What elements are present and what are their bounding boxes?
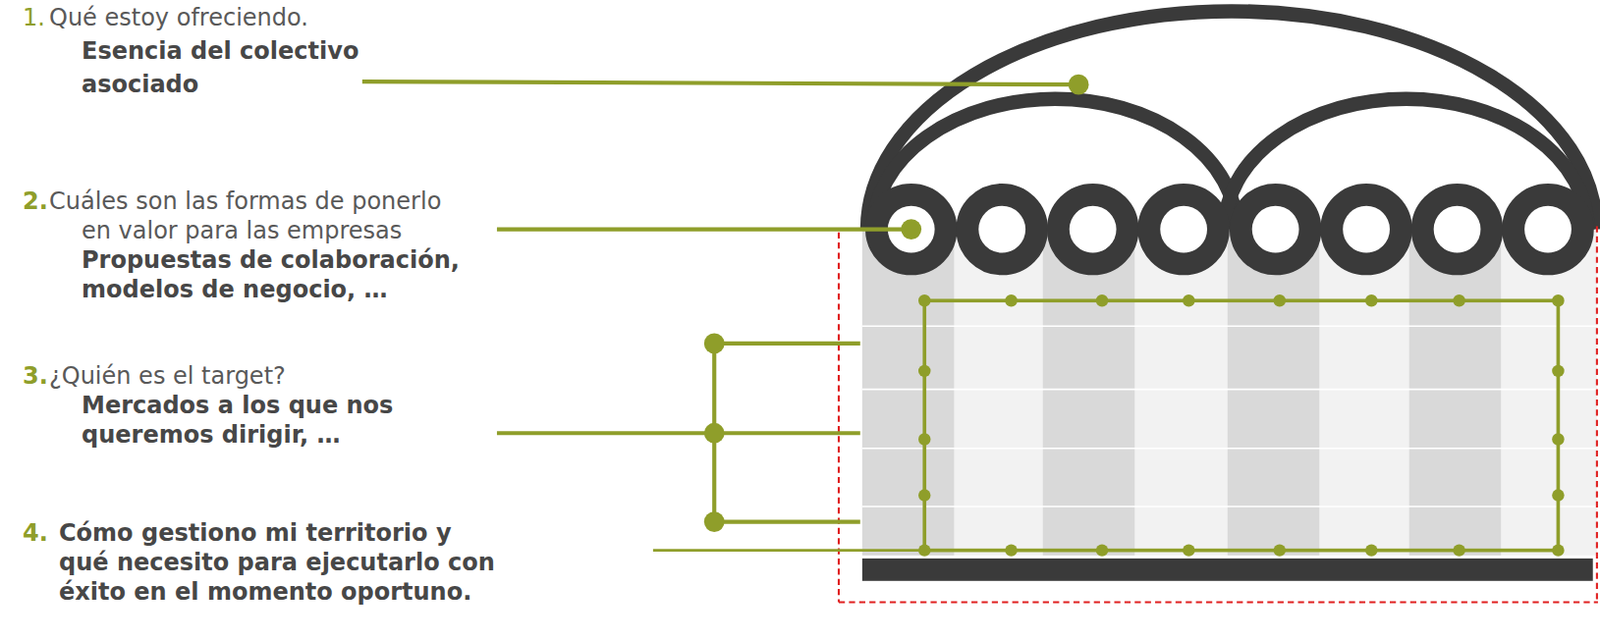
frame-dots (918, 294, 1565, 557)
callout-answer: Propuestas de colaboración, modelos de n… (81, 245, 495, 305)
boundary-line (837, 232, 840, 604)
mattress-seams (862, 326, 1598, 507)
frame-dot (918, 433, 931, 445)
frame-dot (918, 365, 931, 378)
callout-number: 4. (22, 518, 49, 549)
bracket-line (714, 519, 861, 524)
frame-dot (1004, 544, 1017, 556)
frame-dot (1365, 544, 1378, 556)
callout-number: 1. (22, 0, 46, 35)
spring-ring (1057, 194, 1128, 265)
leader-lines (362, 81, 1079, 552)
spring-ring (1240, 194, 1311, 265)
frame-dot (1273, 294, 1286, 307)
callout-answer: Esencia del colectivo asociado (81, 34, 406, 102)
seam-line (862, 325, 1598, 328)
bracket-line (714, 431, 861, 436)
spring-ring (1422, 194, 1492, 265)
frame-dot (918, 489, 931, 501)
bracket-line (714, 341, 861, 346)
frame-dot (1004, 294, 1017, 307)
market-frame (918, 294, 1565, 557)
frame-dot (1452, 294, 1465, 307)
callout-block: 4. Cómo gestiono mi territorio y qué nece… (0, 518, 609, 607)
frame-dot (1096, 294, 1108, 307)
leader-line (496, 227, 912, 232)
seam-line (862, 388, 1598, 391)
boundary-line (838, 602, 1599, 605)
mattress-body (862, 229, 1598, 556)
leader-dots (704, 74, 1090, 533)
leader-dot (704, 332, 725, 354)
territory-boundary (838, 225, 1599, 603)
spring-ring (1149, 194, 1219, 265)
callout-block: 1. Qué estoy ofreciendo.Esencia del colec… (0, 0, 609, 102)
callout-answer: Mercados a los que nos queremos dirigir,… (81, 390, 465, 450)
boundary-line (1596, 225, 1599, 603)
leader-dot (900, 219, 922, 240)
callout-block: 3. ¿Quién es el target?Mercados a los que… (0, 361, 609, 450)
callout-answer: Cómo gestiono mi territorio y qué necesi… (58, 518, 503, 607)
base-bar (862, 558, 1594, 582)
frame-dot (1096, 544, 1108, 556)
leader-dot (704, 511, 725, 533)
callout-question: ¿Quién es el target? (81, 361, 495, 391)
leader-line (362, 81, 1079, 85)
callout-block: 2. Cuáles son las formas de ponerlo en va… (0, 186, 609, 305)
frame-dot (1551, 294, 1564, 307)
frame-dot (1551, 433, 1564, 445)
frame-dot (1551, 365, 1564, 378)
frame-dot (1551, 489, 1564, 501)
spring-ring (1331, 194, 1402, 265)
frame-dot (1182, 544, 1195, 556)
leader-dot (1068, 74, 1090, 96)
frame-dot (1365, 294, 1378, 307)
frame-dot (1273, 544, 1286, 556)
spring-rings (876, 194, 1583, 265)
seam-line (862, 505, 1598, 508)
frame-dot (1551, 544, 1564, 556)
callout-question: Cuáles son las formas de ponerlo en valo… (81, 186, 460, 246)
frame-dot (1182, 294, 1195, 307)
leader-line (653, 549, 925, 552)
spring-ring (1513, 194, 1584, 265)
market-rectangle (924, 300, 1558, 551)
callout-number: 2. (22, 186, 49, 217)
leader-line (496, 431, 715, 436)
callout-question: Qué estoy ofreciendo. (81, 0, 495, 35)
frame-dot (1452, 544, 1465, 556)
seam-line (862, 447, 1598, 450)
frame-dot (918, 294, 931, 307)
callout-number: 3. (22, 361, 49, 391)
leader-dot (704, 423, 725, 444)
spring-ring (967, 194, 1038, 265)
